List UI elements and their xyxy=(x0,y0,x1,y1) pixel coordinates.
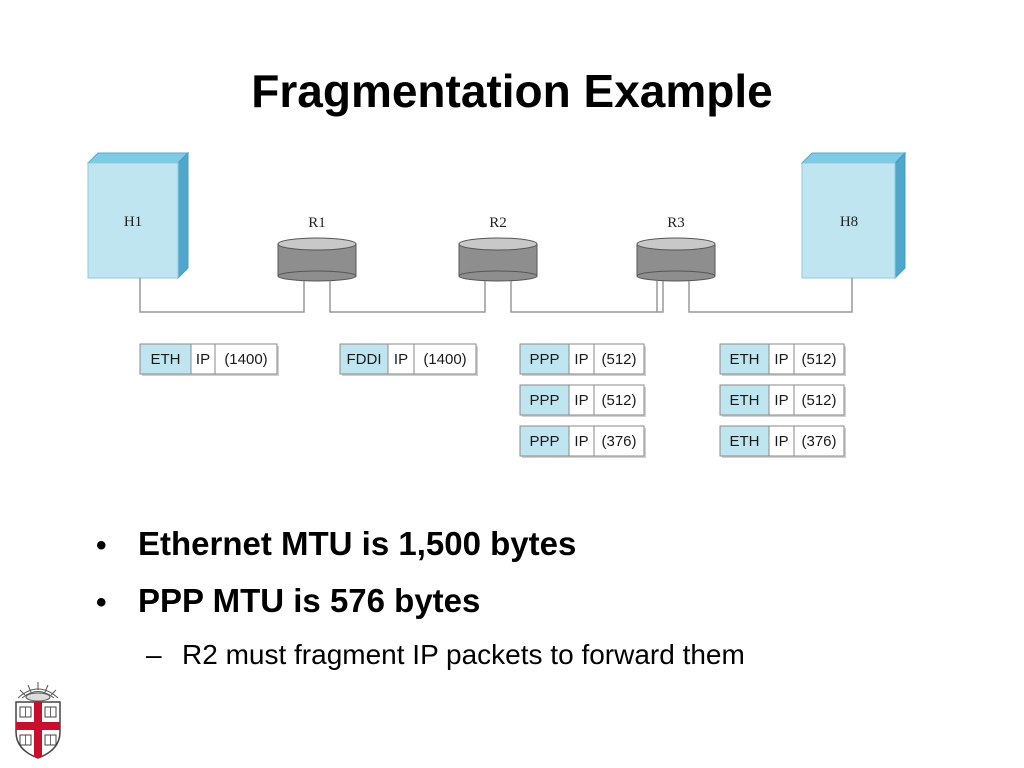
link-header-cell xyxy=(519,384,570,416)
payload-size-cell xyxy=(413,343,477,375)
link-header-cell xyxy=(519,425,570,457)
link-header-label: ETH xyxy=(730,433,760,450)
university-shield-logo xyxy=(15,682,61,759)
packet-frame: ETH IP (512) xyxy=(719,384,846,417)
packet-frame: PPP IP (512) xyxy=(519,343,646,376)
payload-size-cell xyxy=(593,384,645,416)
link-header-cell xyxy=(519,343,570,375)
packet-frame: ETH IP (512) xyxy=(719,343,846,376)
packet-frame: ETH IP (1400) xyxy=(139,343,279,376)
packet-frame: PPP IP (376) xyxy=(519,425,646,458)
payload-size-cell xyxy=(593,425,645,457)
payload-size-label: (376) xyxy=(801,433,836,450)
ip-header-label: IP xyxy=(574,351,588,368)
bullet-text: PPP MTU is 576 bytes xyxy=(138,582,481,619)
ip-header-label: IP xyxy=(574,392,588,409)
payload-size-label: (512) xyxy=(601,392,636,409)
packet-frames: ETH IP (1400) FDDI IP (1400) PPP IP (512) PPP IP (5… xyxy=(139,343,846,458)
router-r1: R1 xyxy=(277,215,357,282)
bullet-item: • PPP MTU is 576 bytes xyxy=(96,582,976,639)
packet-frame: FDDI IP (1400) xyxy=(339,343,478,376)
bullet-mark: • xyxy=(96,529,107,562)
bullet-text: Ethernet MTU is 1,500 bytes xyxy=(138,525,577,562)
slide-title: Fragmentation Example xyxy=(251,65,773,117)
ip-header-label: IP xyxy=(196,351,210,368)
ip-header-cell xyxy=(768,343,795,375)
router-r3-label: R3 xyxy=(667,215,685,231)
payload-size-label: (1400) xyxy=(423,351,466,368)
payload-size-label: (512) xyxy=(601,351,636,368)
host-h8: H8 xyxy=(800,151,907,280)
host-h8-label: H8 xyxy=(840,214,858,230)
bullet-item: • Ethernet MTU is 1,500 bytes xyxy=(96,525,976,582)
dash-mark: – xyxy=(146,639,162,670)
host-h1: H1 xyxy=(86,151,190,280)
ip-header-label: IP xyxy=(774,392,788,409)
packet-frame: ETH IP (376) xyxy=(719,425,846,458)
link-header-label: PPP xyxy=(529,392,559,409)
bullet-mark: • xyxy=(96,586,107,619)
ip-header-label: IP xyxy=(394,351,408,368)
sub-bullet-text: R2 must fragment IP packets to forward t… xyxy=(182,639,745,670)
router-r1-label: R1 xyxy=(308,215,326,231)
ip-header-cell xyxy=(568,425,595,457)
payload-size-cell xyxy=(793,343,845,375)
payload-size-cell xyxy=(214,343,278,375)
link-header-cell xyxy=(719,384,770,416)
ip-header-label: IP xyxy=(774,433,788,450)
payload-size-label: (376) xyxy=(601,433,636,450)
payload-size-label: (512) xyxy=(801,351,836,368)
payload-size-label: (512) xyxy=(801,392,836,409)
payload-size-label: (1400) xyxy=(224,351,267,368)
link-header-label: ETH xyxy=(730,351,760,368)
bullet-list: • Ethernet MTU is 1,500 bytes • PPP MTU … xyxy=(96,525,976,679)
payload-size-cell xyxy=(793,384,845,416)
router-r2: R2 xyxy=(458,215,538,282)
link-header-cell xyxy=(719,343,770,375)
payload-size-cell xyxy=(593,343,645,375)
packet-frame: PPP IP (512) xyxy=(519,384,646,417)
link-header-cell xyxy=(339,343,389,375)
sub-bullet-item: – R2 must fragment IP packets to forward… xyxy=(146,639,976,679)
host-h1-label: H1 xyxy=(124,214,142,230)
ip-header-cell xyxy=(190,343,216,375)
link-header-label: ETH xyxy=(730,392,760,409)
network-links xyxy=(139,278,853,313)
link-header-cell xyxy=(719,425,770,457)
ip-header-cell xyxy=(568,343,595,375)
link-header-label: FDDI xyxy=(347,351,382,368)
link-header-label: PPP xyxy=(529,351,559,368)
router-r3: R3 xyxy=(636,215,716,282)
ip-header-label: IP xyxy=(574,433,588,450)
ip-header-label: IP xyxy=(774,351,788,368)
router-r2-label: R2 xyxy=(489,215,507,231)
payload-size-cell xyxy=(793,425,845,457)
ip-header-cell xyxy=(387,343,415,375)
link-header-label: ETH xyxy=(151,351,181,368)
link-header-label: PPP xyxy=(529,433,559,450)
